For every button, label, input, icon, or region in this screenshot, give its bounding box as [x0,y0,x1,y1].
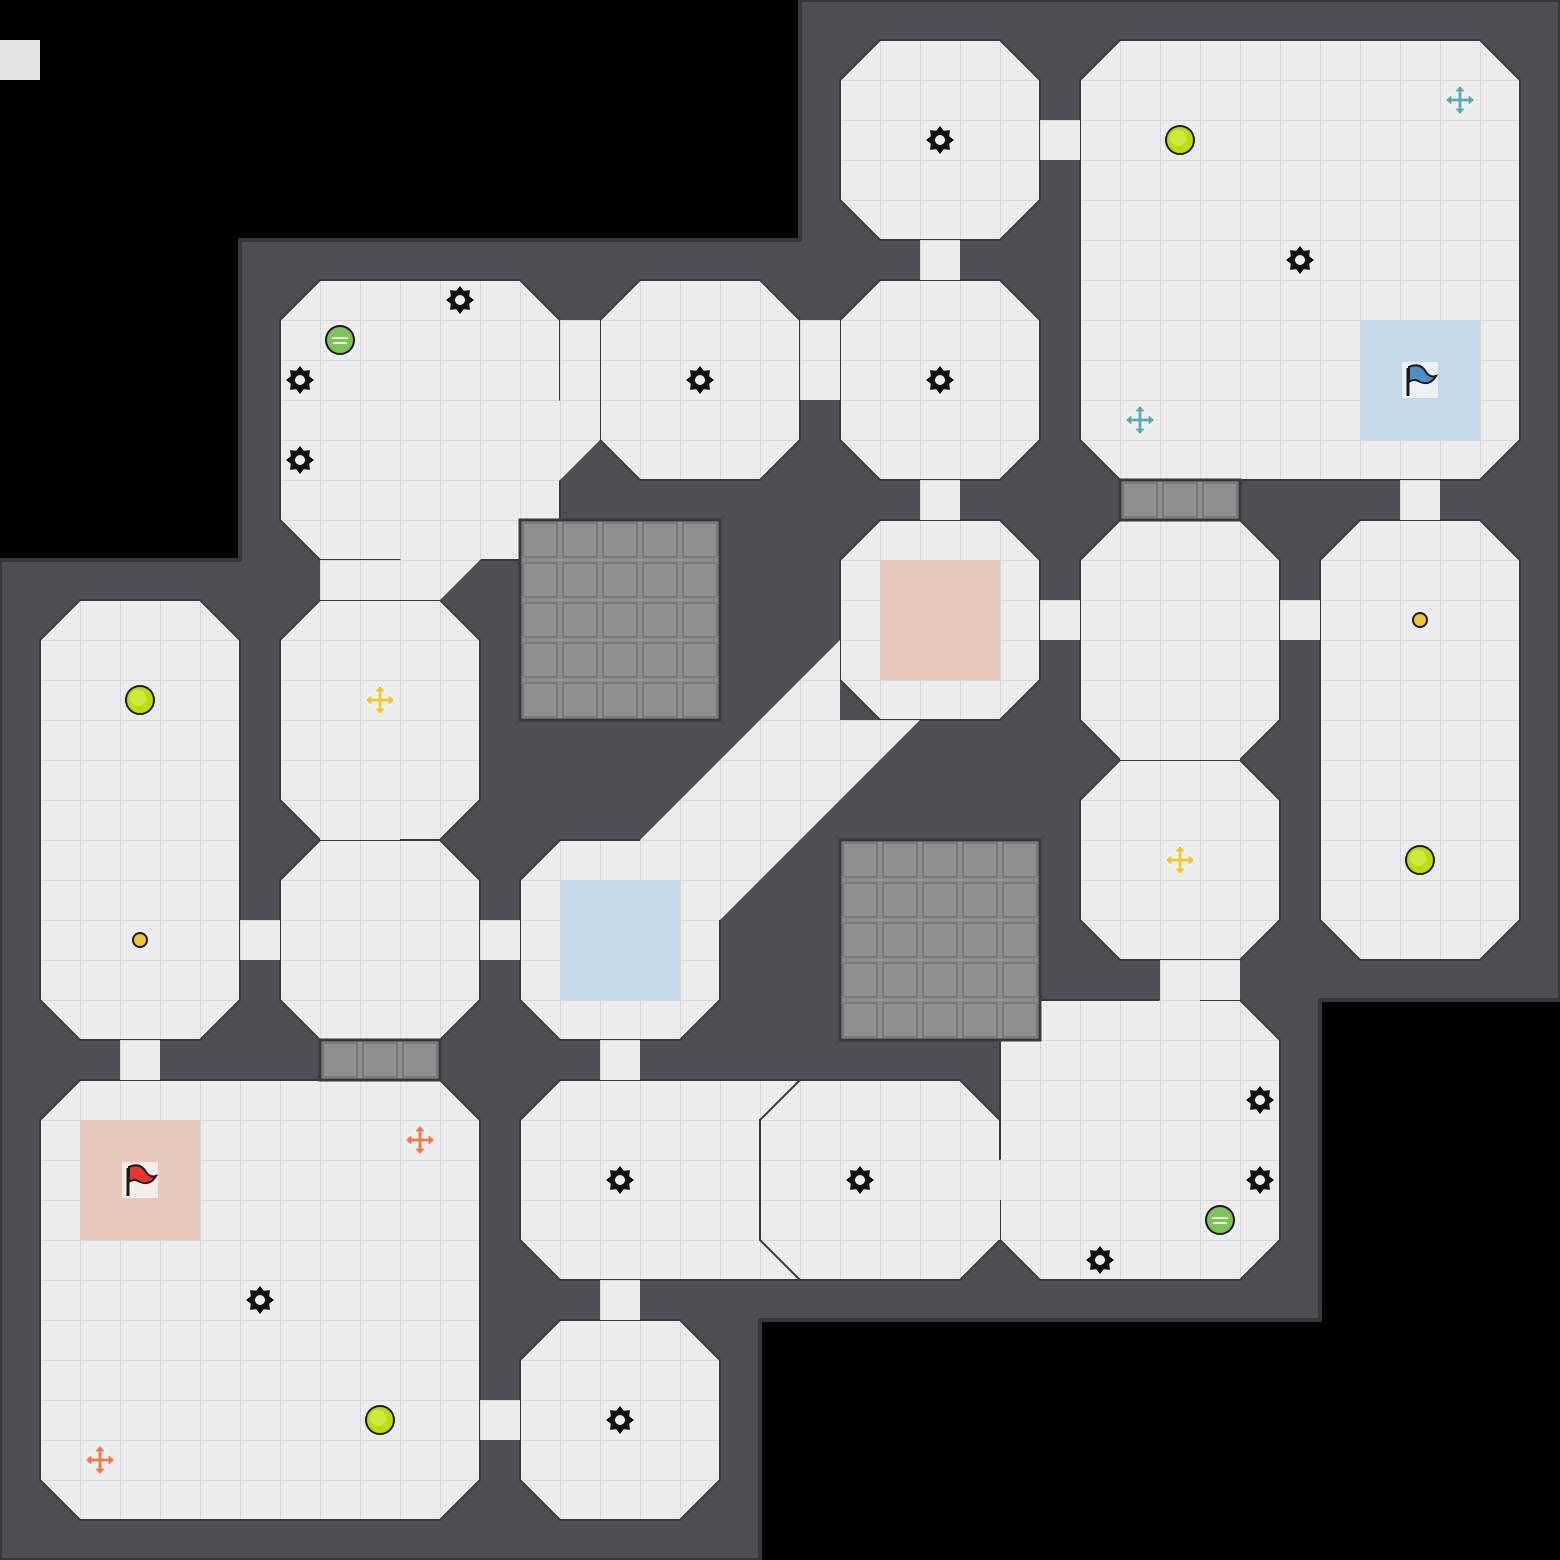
red-spawn-icon [84,1444,116,1476]
powerup-icon [1405,845,1435,875]
red-team-zone [880,560,1000,680]
floor-corridor [920,480,960,520]
portal-icon [132,932,148,948]
floor-room [279,839,481,1041]
floor-corridor [960,1160,1000,1240]
floor-corridor [120,1040,160,1080]
floor-corridor [480,1400,520,1440]
bomb-icon [286,446,314,474]
floor-corridor [1040,600,1080,640]
bomb-icon [686,366,714,394]
floor-corridor [320,560,400,600]
bomb-icon [606,1406,634,1434]
floor-corridor [600,1040,640,1080]
grate-layer [318,478,1242,1082]
bomb-icon [926,366,954,394]
floor-room [39,599,241,1041]
bomb-icon [446,286,474,314]
floor-ramp [1000,1000,1200,1200]
red-spawn-icon [404,1124,436,1156]
blue-spawn-icon [1124,404,1156,436]
powerup-icon [365,1405,395,1435]
bomb-icon [246,1286,274,1314]
red-flag-icon [122,1162,159,1198]
floor-ramp [400,400,600,600]
floor-ramp [640,640,920,920]
floor-corridor [560,320,600,400]
portal-icon [1412,612,1428,628]
floor-corridor [1400,480,1440,520]
floor-corridor [320,800,400,840]
blue-team-zone [560,880,680,1000]
floor-corridor [1280,600,1320,640]
floor-corridor [1040,120,1080,160]
bomb-icon [606,1166,634,1194]
floor-room [759,1079,1001,1281]
boost-icon [1205,1205,1235,1235]
floor-grate [318,1038,442,1082]
bomb-icon [926,126,954,154]
floor-room [1319,519,1521,961]
bomb-icon [846,1166,874,1194]
item-layer [84,84,1476,1476]
yellow-spawn-icon [1164,844,1196,876]
yellow-spawn-icon [364,684,396,716]
floor-corridor [600,1280,640,1320]
floor-corridor [920,240,960,280]
floor-grate [838,838,1042,1042]
powerup-icon [125,685,155,715]
bomb-icon [1246,1086,1274,1114]
floor-corridor [1160,960,1240,1000]
bomb-icon [286,366,314,394]
floor-corridor [480,920,520,960]
blue-flag-icon [1402,362,1439,398]
powerup-icon [1165,125,1195,155]
floor-grate [1118,478,1242,522]
floor-corridor [1120,720,1240,760]
bomb-icon [1246,1166,1274,1194]
bomb-icon [1086,1246,1114,1274]
boost-icon [325,325,355,355]
floor-corridor [240,920,280,960]
floor-corridor [800,320,840,400]
corner-tile [0,40,40,80]
floor-grate [518,518,722,722]
bomb-icon [1286,246,1314,274]
blue-spawn-icon [1444,84,1476,116]
